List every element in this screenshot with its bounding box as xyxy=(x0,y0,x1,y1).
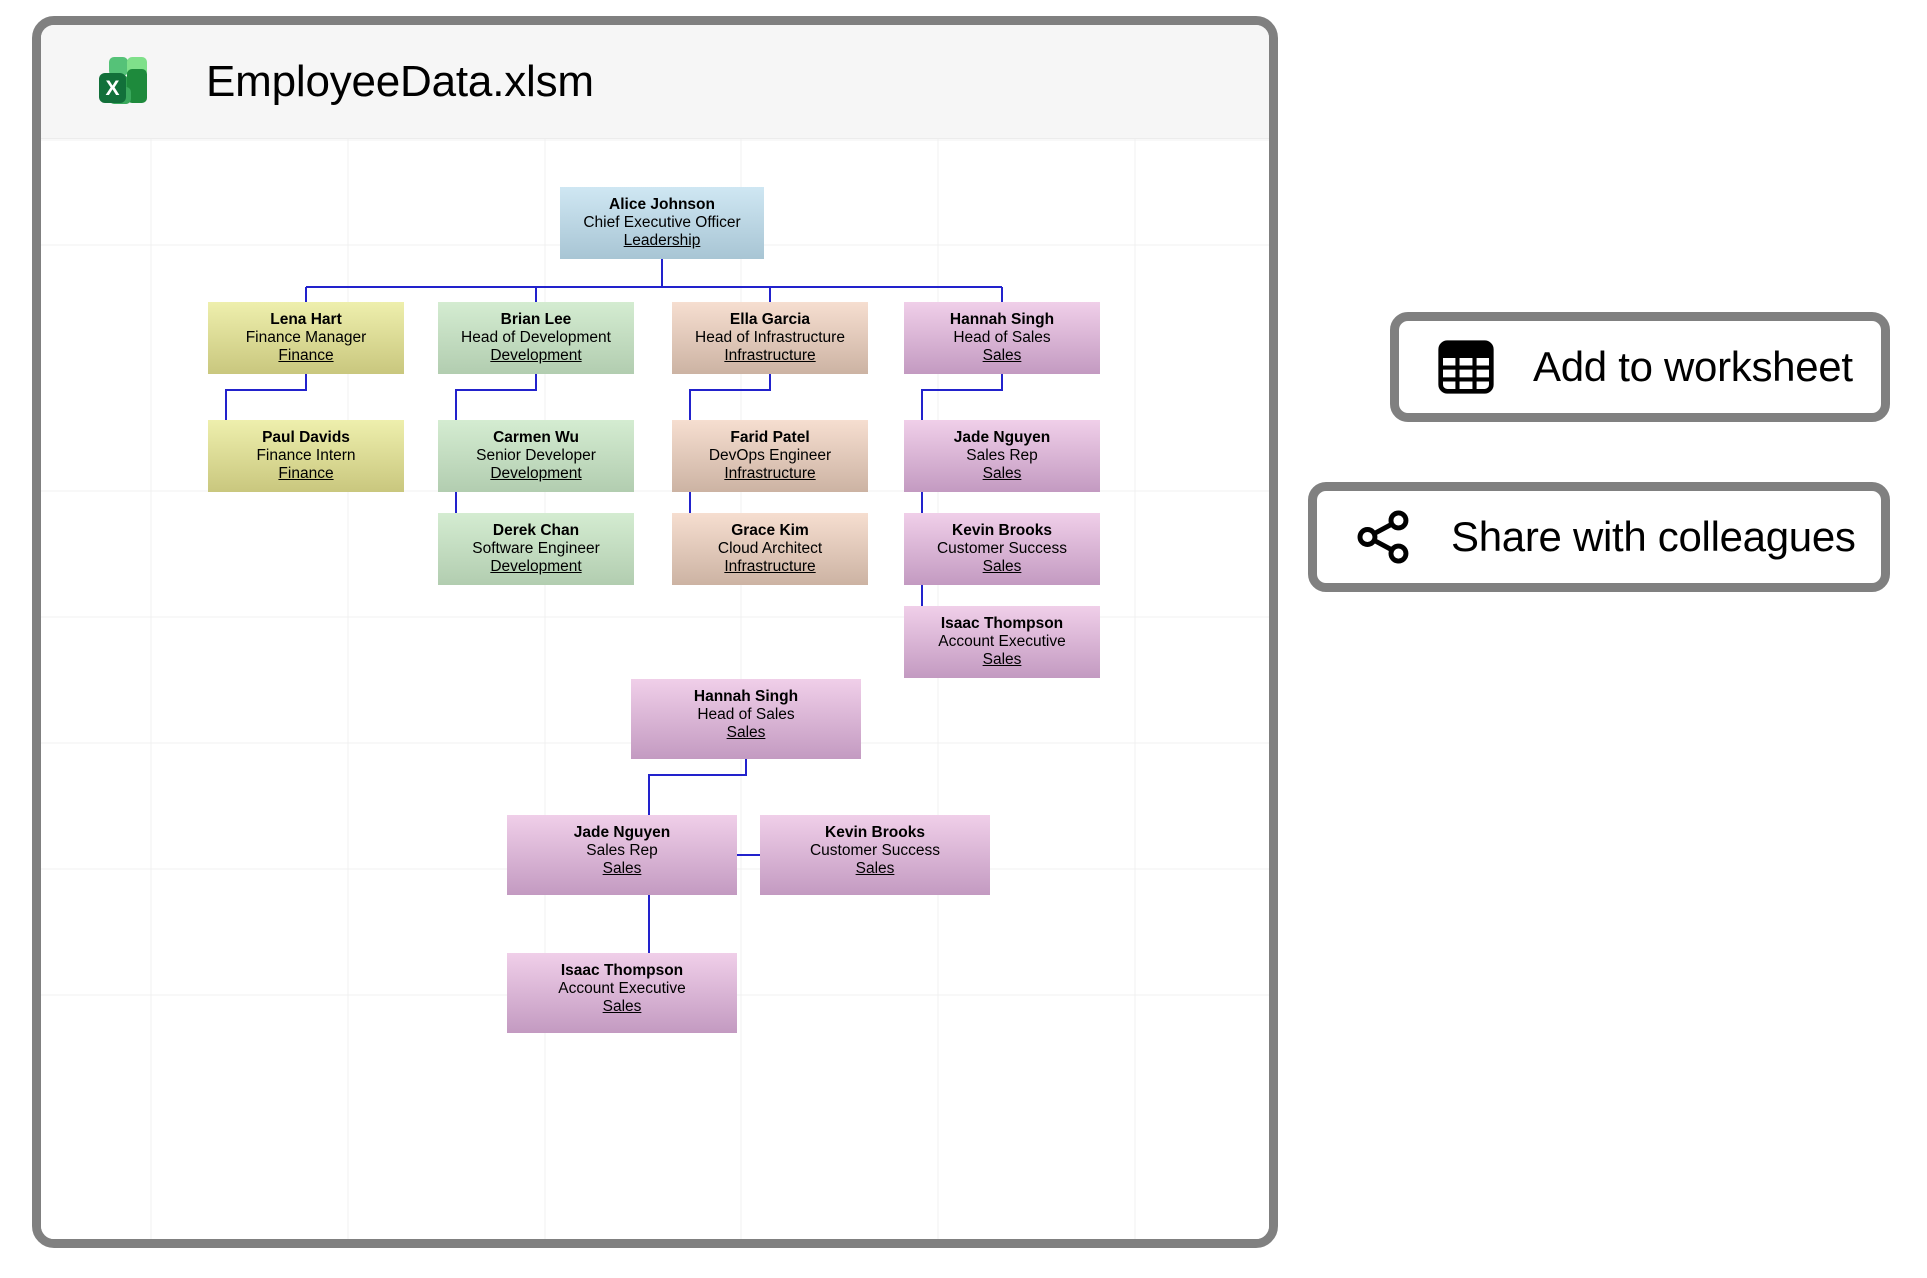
org-node-department: Leadership xyxy=(623,232,701,249)
org-node-name: Kevin Brooks xyxy=(825,824,925,841)
org-node-title: Software Engineer xyxy=(472,540,600,557)
share-with-colleagues-button[interactable]: Share with colleagues xyxy=(1308,482,1890,592)
add-to-worksheet-button[interactable]: Add to worksheet xyxy=(1390,312,1890,422)
org-node-title: Head of Sales xyxy=(697,706,795,723)
org-node-department: Development xyxy=(490,347,582,364)
org-node-name: Jade Nguyen xyxy=(953,429,1051,446)
org-node-name: Isaac Thompson xyxy=(560,962,684,979)
org-node-title: DevOps Engineer xyxy=(708,447,832,464)
share-icon xyxy=(1353,506,1415,568)
org-connector xyxy=(921,374,1003,642)
org-node-title: Head of Development xyxy=(461,329,611,346)
document-title: EmployeeData.xlsm xyxy=(206,56,594,106)
org-node-department: Sales xyxy=(855,860,895,877)
org-node-title: Chief Executive Officer xyxy=(583,214,741,231)
org-node-title: Account Executive xyxy=(558,980,686,997)
org-node-name: Jade Nguyen xyxy=(573,824,671,841)
org-node-name: Paul Davids xyxy=(262,429,350,446)
org-node-title: Finance Intern xyxy=(256,447,356,464)
org-node-title: Sales Rep xyxy=(586,842,658,859)
document-header: X EmployeeData.xlsm xyxy=(41,25,1269,139)
org-node-department: Sales xyxy=(602,860,642,877)
org-node-title: Account Executive xyxy=(938,633,1066,650)
org-node-department: Sales xyxy=(982,465,1022,482)
org-node-name: Carmen Wu xyxy=(493,429,579,446)
document-card: X EmployeeData.xlsm xyxy=(32,16,1278,1248)
org-node-name: Hannah Singh xyxy=(693,688,799,705)
org-node-title: Senior Developer xyxy=(476,447,596,464)
org-node-department: Sales xyxy=(982,558,1022,575)
add-to-worksheet-label: Add to worksheet xyxy=(1533,343,1853,390)
excel-icon: X xyxy=(87,47,157,117)
share-with-colleagues-label: Share with colleagues xyxy=(1451,513,1856,560)
org-node-name: Hannah Singh xyxy=(949,311,1055,328)
org-node-title: Cloud Architect xyxy=(717,540,823,557)
org-node-name: Isaac Thompson xyxy=(940,615,1064,632)
org-node-department: Development xyxy=(490,465,582,482)
org-node-title: Customer Success xyxy=(936,540,1068,557)
org-node-title: Customer Success xyxy=(809,842,941,859)
svg-text:X: X xyxy=(105,77,119,100)
org-node-name: Kevin Brooks xyxy=(952,522,1052,539)
org-node-title: Finance Manager xyxy=(245,329,367,346)
org-node-department: Sales xyxy=(602,998,642,1015)
org-node-title: Head of Infrastructure xyxy=(695,329,845,346)
org-node-department: Sales xyxy=(982,347,1022,364)
org-node-name: Lena Hart xyxy=(270,311,342,328)
org-node-department: Finance xyxy=(278,347,334,364)
org-node-department: Development xyxy=(490,558,582,575)
org-node-name: Derek Chan xyxy=(492,522,580,539)
org-node-department: Infrastructure xyxy=(724,347,816,364)
org-node-name: Farid Patel xyxy=(730,429,810,446)
org-node-department: Sales xyxy=(726,724,766,741)
org-node-department: Infrastructure xyxy=(724,558,816,575)
org-node-name: Alice Johnson xyxy=(609,196,715,213)
org-node-title: Sales Rep xyxy=(966,447,1038,464)
org-node-title: Head of Sales xyxy=(953,329,1051,346)
table-icon xyxy=(1435,336,1497,398)
org-node-department: Finance xyxy=(278,465,334,482)
org-node-department: Infrastructure xyxy=(724,465,816,482)
org-node-department: Sales xyxy=(982,651,1022,668)
org-node-name: Grace Kim xyxy=(731,522,809,539)
org-node-name: Brian Lee xyxy=(500,311,572,328)
org-node-name: Ella Garcia xyxy=(729,311,811,328)
